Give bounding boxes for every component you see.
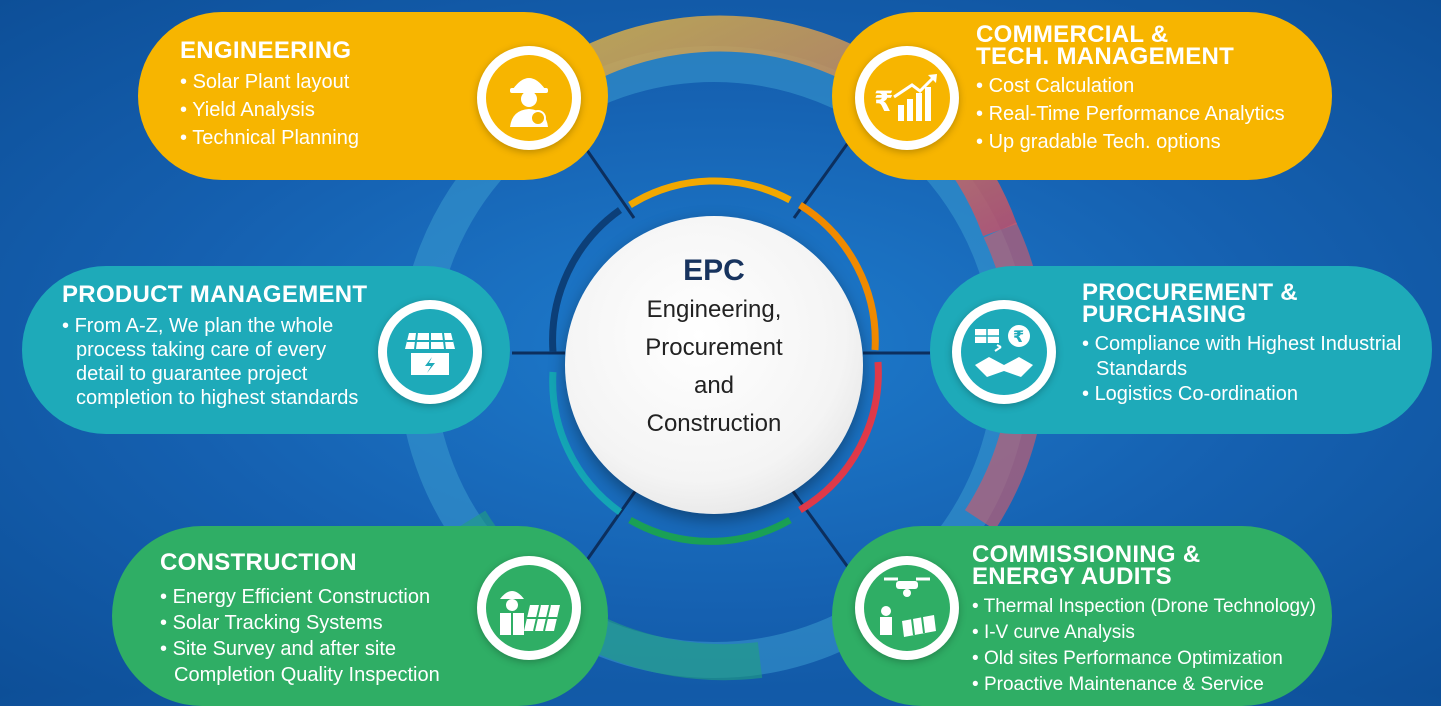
procurement-list: • Compliance with Highest Industrial Sta… — [1082, 332, 1432, 407]
svg-text:₹: ₹ — [1013, 327, 1024, 346]
list-item: Yield Analysis — [180, 96, 608, 124]
commissioning-title-line1: COMMISSIONING & — [972, 541, 1201, 568]
commercial-title-line1: COMMERCIAL & — [976, 21, 1169, 48]
commissioning-title-line2: ENERGY AUDITS — [972, 563, 1172, 590]
center-title: EPC — [683, 254, 745, 287]
text-line: • From A-Z, We plan the whole — [62, 315, 334, 337]
list-item-cont: Standards — [1096, 358, 1188, 380]
commissioning-icon-badge — [855, 556, 959, 660]
list-item: Solar Plant layout — [180, 68, 608, 96]
epc-center-circle: EPC Engineering, Procurement and Constru… — [565, 216, 863, 514]
engineering-list: Solar Plant layout Yield Analysis Techni… — [180, 68, 608, 152]
commercial-list: Cost Calculation Real-Time Performance A… — [976, 72, 1332, 156]
rupee-growth-chart-icon: ₹ — [864, 55, 950, 141]
engineer-icon — [486, 55, 572, 141]
product-title: PRODUCT MANAGEMENT — [62, 281, 368, 308]
list-item: • Logistics Co-ordination — [1082, 383, 1298, 405]
worker-solar-panel-icon — [486, 565, 572, 651]
solar-shop-icon — [387, 309, 473, 395]
procurement-icon-badge: ₹ — [952, 300, 1056, 404]
engineering-title: ENGINEERING — [180, 37, 352, 64]
list-item: • Site Survey and after site — [160, 638, 397, 660]
commercial-title-line2: TECH. MANAGEMENT — [976, 43, 1235, 70]
engineering-icon-badge — [477, 46, 581, 150]
list-item: • Energy Efficient Construction — [160, 586, 431, 608]
procurement-title-line2: PURCHASING — [1082, 301, 1247, 328]
list-item: Technical Planning — [180, 124, 608, 152]
commercial-icon-badge: ₹ — [855, 46, 959, 150]
list-item: I-V curve Analysis — [972, 620, 1332, 646]
product-description: • From A-Z, We plan the whole process ta… — [62, 314, 510, 410]
commissioning-list: Thermal Inspection (Drone Technology) I-… — [972, 594, 1332, 698]
text-line: completion to highest standards — [76, 387, 359, 409]
list-item: Up gradable Tech. options — [976, 128, 1332, 156]
center-line-2: Procurement — [645, 334, 783, 361]
procurement-title-line1: PROCUREMENT & — [1082, 279, 1298, 306]
list-item: Old sites Performance Optimization — [972, 646, 1332, 672]
center-line-4: Construction — [646, 410, 782, 437]
procurement-panel: PROCUREMENT & PURCHASING • Compliance wi… — [930, 266, 1432, 434]
list-item: Proactive Maintenance & Service — [972, 672, 1332, 698]
construction-icon-badge — [477, 556, 581, 660]
center-line-1: Engineering, — [646, 296, 782, 323]
handshake-rupee-icon: ₹ — [961, 309, 1047, 395]
construction-title: CONSTRUCTION — [160, 549, 357, 576]
text-line: detail to guarantee project — [76, 363, 308, 385]
construction-list: • Energy Efficient Construction • Solar … — [160, 584, 608, 688]
list-item: Cost Calculation — [976, 72, 1332, 100]
list-item: Real-Time Performance Analytics — [976, 100, 1332, 128]
list-item: Thermal Inspection (Drone Technology) — [972, 594, 1332, 620]
list-item: • Compliance with Highest Industrial — [1082, 333, 1402, 355]
drone-inspection-icon — [864, 565, 950, 651]
list-item-cont: Completion Quality Inspection — [174, 664, 440, 686]
list-item: • Solar Tracking Systems — [160, 612, 383, 634]
product-icon-badge — [378, 300, 482, 404]
center-line-3: and — [693, 372, 735, 399]
text-line: process taking care of every — [76, 339, 327, 361]
svg-text:₹: ₹ — [874, 85, 893, 118]
